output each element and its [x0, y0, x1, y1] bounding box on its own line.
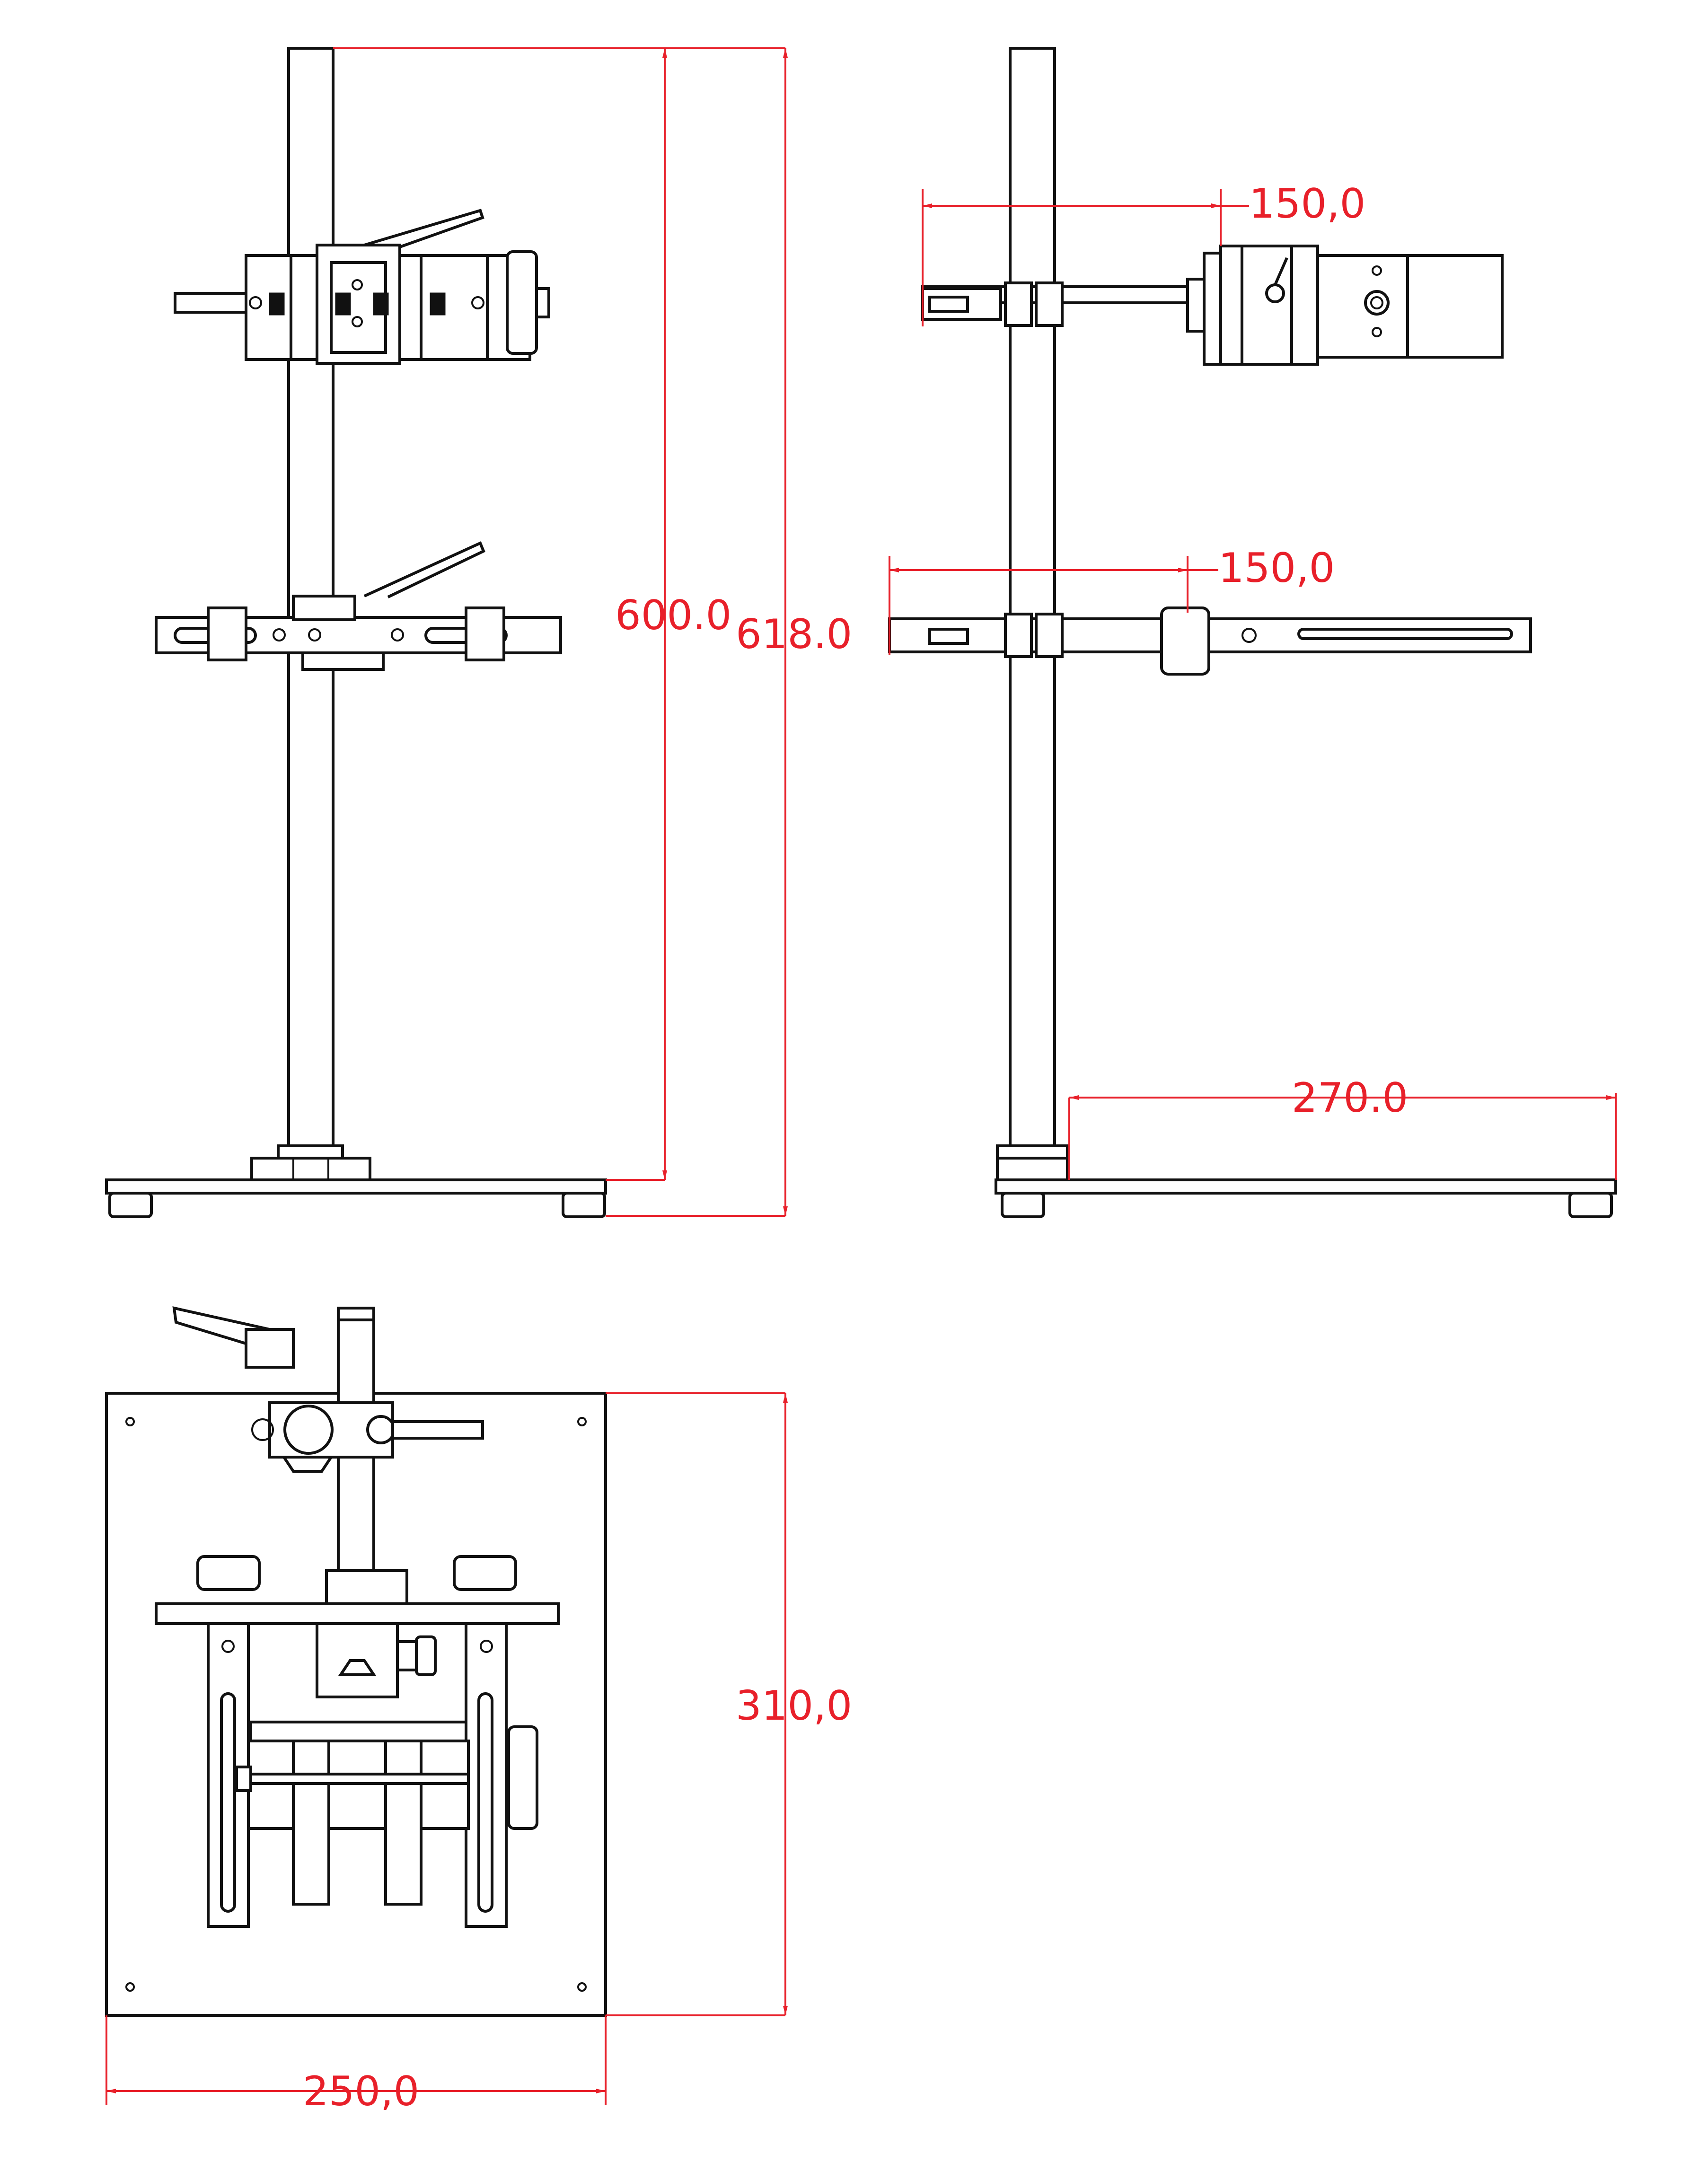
side-pole	[1009, 47, 1056, 1147]
top-view: 310,0 250,0	[105, 1306, 852, 2115]
dim-side-270: 270.0	[1292, 1074, 1408, 1122]
side-upper-arm	[921, 245, 1504, 366]
front-foot-right	[562, 1192, 606, 1218]
front-base-collar	[250, 1157, 371, 1181]
dim-side-upper-150: 150,0	[1249, 180, 1365, 228]
top-knob-left	[196, 1555, 261, 1591]
dim-600: 600.0	[615, 592, 731, 639]
front-upper-clamp	[174, 209, 550, 365]
side-foot-left	[1001, 1192, 1045, 1218]
front-lower-clamp	[155, 541, 562, 671]
side-lower-knob	[1160, 606, 1210, 676]
top-lower-assembly	[155, 1555, 560, 1928]
dim-618: 618.0	[736, 611, 852, 658]
front-foot-left	[108, 1192, 153, 1218]
dim-top-310: 310,0	[736, 1682, 852, 1730]
side-foot-right	[1568, 1192, 1613, 1218]
top-knob-right	[453, 1555, 517, 1591]
top-side-knob	[507, 1725, 538, 1830]
side-view: 150,0 150,0 270.0	[888, 47, 1617, 1218]
top-upper-clamp	[172, 1306, 484, 1473]
front-base-collar-upper	[277, 1144, 344, 1160]
side-base-plate	[995, 1178, 1617, 1195]
front-view: 600.0 618.0	[105, 47, 852, 1218]
front-base-plate	[105, 1178, 607, 1195]
side-lower-arm	[888, 606, 1532, 676]
front-upper-knob	[506, 250, 538, 355]
dim-top-250: 250,0	[303, 2068, 419, 2115]
dim-side-lower-150: 150,0	[1218, 545, 1335, 592]
